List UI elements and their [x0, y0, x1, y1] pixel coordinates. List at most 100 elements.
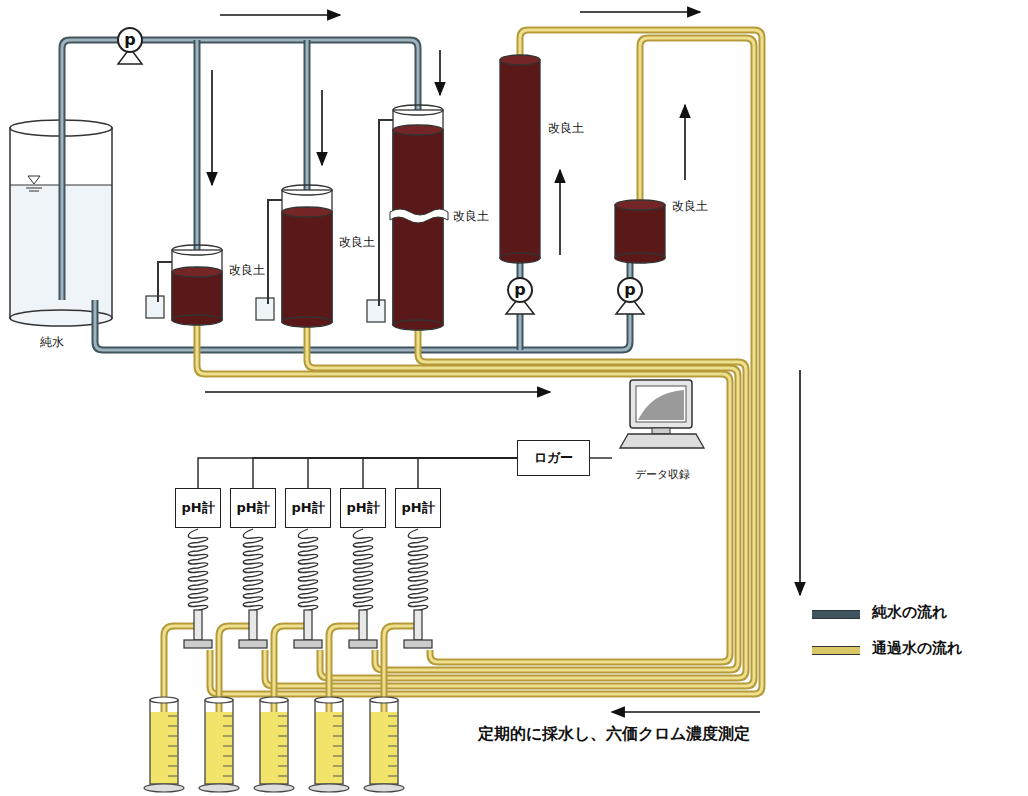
drawing-stroke — [211, 70, 213, 185]
node-text: pH計 — [291, 499, 324, 517]
drawing-stroke — [559, 170, 561, 255]
drawing-stroke — [684, 105, 686, 180]
drawing-stroke — [615, 205, 665, 258]
keyboard — [620, 434, 704, 448]
drawing-stroke — [379, 120, 393, 306]
column-label: 改良土 — [672, 198, 708, 215]
graduation — [168, 716, 177, 717]
graduated-cylinder — [205, 700, 233, 784]
drawing-stroke — [282, 212, 332, 322]
node-text: pH計 — [181, 499, 214, 517]
pump-symbol: p — [617, 277, 643, 303]
drawing-stroke — [612, 711, 760, 713]
drawing-stroke — [500, 253, 540, 263]
cylinder-foot — [309, 784, 349, 792]
ph-meter-box: pH計 — [175, 488, 221, 528]
graduation — [278, 726, 287, 727]
signal-wire — [418, 458, 517, 488]
signal-wire — [198, 458, 517, 488]
drawing-stroke — [158, 262, 172, 302]
ph-electrode — [304, 610, 312, 640]
pipe-network — [62, 30, 762, 730]
graduation — [388, 716, 397, 717]
graduation — [278, 766, 287, 767]
graduated-cylinder — [260, 700, 288, 784]
cylinder-rim — [370, 697, 398, 703]
legend-text: 純水の流れ — [872, 603, 947, 622]
drawing-stroke — [205, 391, 550, 393]
drawing-stroke — [580, 11, 700, 13]
pure-pipe-core — [62, 40, 418, 300]
column-label: 改良土 — [453, 208, 489, 225]
drawing-stroke — [28, 176, 40, 184]
monitor-stand — [652, 428, 670, 434]
sensor-cable — [188, 529, 208, 611]
pump-base — [118, 48, 644, 314]
pure-pipe — [62, 40, 418, 300]
sample-water — [260, 712, 288, 784]
yellow-pipe-core — [265, 38, 754, 686]
pure-pipe-core — [519, 312, 522, 350]
graduation — [223, 776, 232, 777]
signal-wire — [253, 458, 517, 488]
graduation — [168, 776, 177, 777]
graduation — [223, 736, 232, 737]
drawing-stroke — [393, 320, 443, 330]
node-text: pH計 — [346, 499, 379, 517]
flow-cell — [184, 640, 212, 648]
sample-water — [370, 712, 398, 784]
graduation — [333, 756, 342, 757]
column-label: 改良土 — [339, 234, 375, 251]
yellow-pipe — [265, 38, 754, 686]
sample-water — [315, 712, 343, 784]
soil-column — [172, 55, 665, 330]
drawing-stroke — [615, 200, 665, 210]
sensor-cable — [353, 529, 373, 611]
graduation — [388, 746, 397, 747]
yellow-pipe — [320, 329, 746, 678]
yellow-pipe — [307, 326, 738, 670]
cylinder-rim — [150, 697, 178, 703]
drawing-stroke — [220, 14, 340, 16]
yellow-pipe — [210, 30, 762, 694]
flow-cell — [404, 640, 432, 648]
drawing-stroke — [172, 245, 222, 255]
drawing-stroke — [282, 207, 332, 217]
graduation — [223, 756, 232, 757]
tank-label: 純水 — [40, 334, 64, 351]
drawing-stroke — [282, 317, 332, 327]
screen-curve — [638, 390, 684, 420]
graduation — [333, 736, 342, 737]
drawing-stroke — [29, 191, 39, 192]
sensor-cable — [298, 529, 318, 611]
graduation — [168, 726, 177, 727]
graduation — [278, 756, 287, 757]
graduated-cylinder — [315, 700, 343, 784]
graduation — [168, 746, 177, 747]
drawing-stroke — [321, 90, 323, 165]
graduation — [223, 766, 232, 767]
cylinder-foot — [254, 784, 294, 792]
sensor-cable — [243, 529, 263, 611]
flow-cell — [239, 640, 267, 648]
drawing-stroke — [268, 200, 282, 304]
graduation — [333, 746, 342, 747]
graduation — [168, 756, 177, 757]
column-label: 改良土 — [548, 120, 584, 137]
pure-pipe — [194, 40, 201, 256]
graduated-cylinder — [370, 700, 398, 784]
drawing-stroke — [439, 50, 441, 95]
sample-water — [205, 712, 233, 784]
graduation — [388, 766, 397, 767]
pure-pipe-core — [306, 40, 309, 196]
graduation — [388, 756, 397, 757]
cylinder-foot — [144, 784, 184, 792]
drawing-stroke — [500, 55, 540, 65]
sensor-cable — [408, 529, 428, 611]
node-text: ロガー — [534, 449, 573, 467]
graduation — [388, 736, 397, 737]
drawing-stroke — [393, 125, 443, 135]
drawing-stroke — [393, 130, 443, 325]
overflow-beaker — [146, 120, 393, 322]
